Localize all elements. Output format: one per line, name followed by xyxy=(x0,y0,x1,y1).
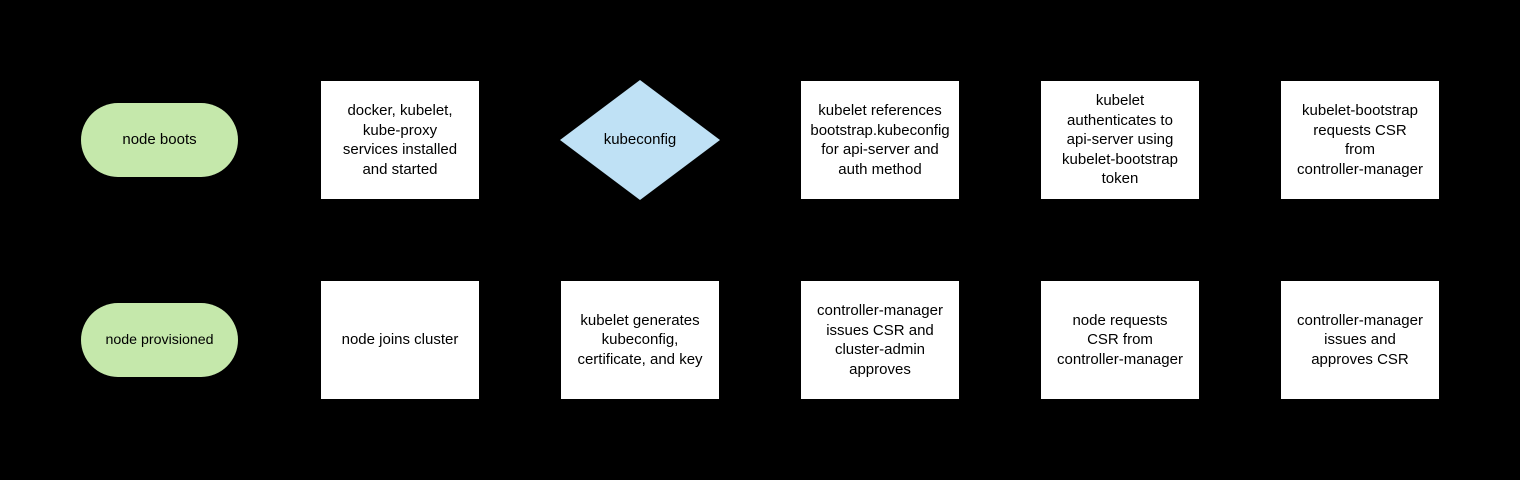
node-label-kubelet-authenticates: kubelet authenticates to api-server usin… xyxy=(1062,92,1178,188)
node-label-services-installed: docker, kubelet, kube-proxy services ins… xyxy=(342,102,458,178)
node-label-cm-issues-approves: controller-manager issues and approves C… xyxy=(1297,311,1423,368)
node-label-kubelet-references: kubelet references bootstrap.kubeconfig … xyxy=(810,102,950,178)
node-label-node-requests-csr: node requests CSR from controller-manage… xyxy=(1057,311,1183,368)
node-label-node-provisioned: node provisioned xyxy=(105,331,214,348)
node-label-node-joins-cluster: node joins cluster xyxy=(341,331,459,349)
node-node-requests-csr[interactable]: node requests CSR from controller-manage… xyxy=(1041,281,1199,399)
node-label-cm-issues-csr: controller-manager issues CSR and cluste… xyxy=(817,302,943,378)
node-bootstrap-requests-csr[interactable]: kubelet-bootstrap requests CSR from cont… xyxy=(1281,81,1439,199)
node-node-joins-cluster[interactable]: node joins cluster xyxy=(321,281,479,399)
node-kubeconfig-decision[interactable]: kubeconfig xyxy=(560,80,720,200)
node-kubelet-generates[interactable]: kubelet generates kubeconfig, certificat… xyxy=(561,281,719,399)
node-label-bootstrap-requests-csr: kubelet-bootstrap requests CSR from cont… xyxy=(1297,102,1423,178)
node-services-installed[interactable]: docker, kubelet, kube-proxy services ins… xyxy=(321,81,479,199)
node-label-node-boots: node boots xyxy=(122,131,197,149)
node-cm-issues-approves[interactable]: controller-manager issues and approves C… xyxy=(1281,281,1439,399)
node-kubelet-authenticates[interactable]: kubelet authenticates to api-server usin… xyxy=(1041,81,1199,199)
node-node-boots[interactable]: node boots xyxy=(81,103,238,177)
node-cm-issues-csr[interactable]: controller-manager issues CSR and cluste… xyxy=(801,281,959,399)
diamond-shape xyxy=(560,80,720,200)
node-kubelet-references[interactable]: kubelet references bootstrap.kubeconfig … xyxy=(801,81,959,199)
node-label-kubelet-generates: kubelet generates kubeconfig, certificat… xyxy=(577,311,703,368)
node-node-provisioned[interactable]: node provisioned xyxy=(81,303,238,377)
